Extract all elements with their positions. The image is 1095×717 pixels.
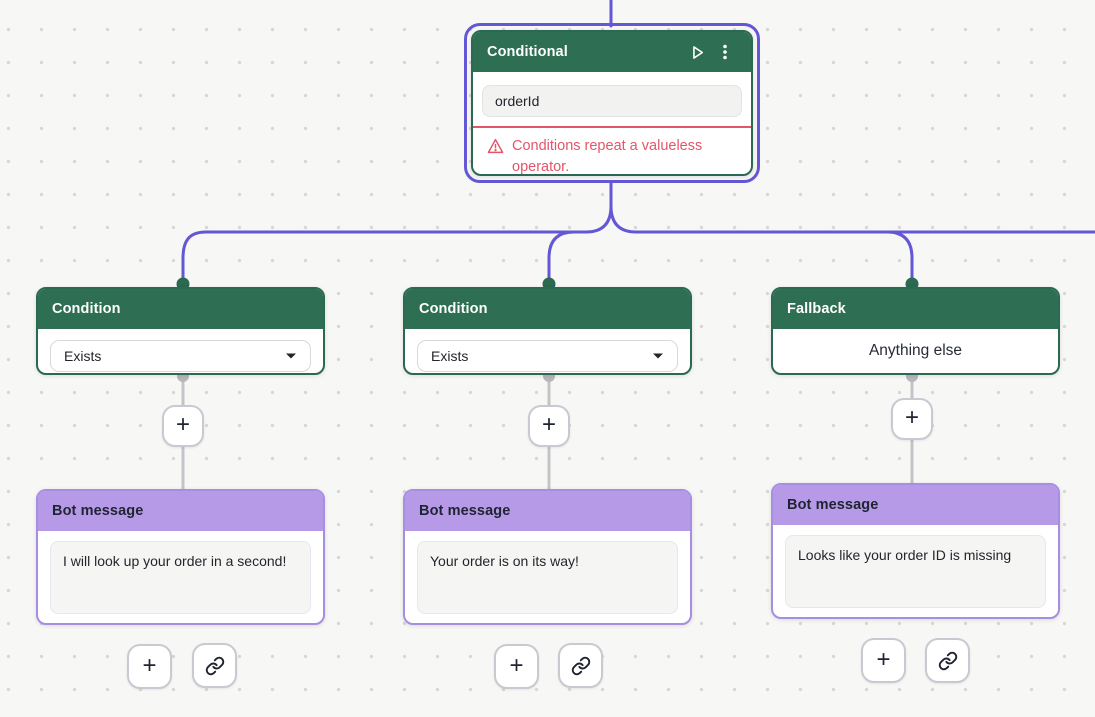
condition-node-title: Condition: [52, 301, 121, 317]
error-divider: [473, 126, 751, 128]
connector-branch-1: [181, 180, 613, 283]
connector-branch-2: [547, 230, 576, 283]
bot-message-node-2[interactable]: Bot message Your order is on its way!: [403, 489, 692, 625]
condition-node-header[interactable]: Condition: [38, 289, 323, 329]
link-icon: [205, 656, 224, 675]
bot-message-title: Bot message: [787, 497, 879, 513]
condition-node-header[interactable]: Condition: [405, 289, 690, 329]
operator-select[interactable]: Exists: [50, 340, 311, 372]
connector-branch-3: [885, 230, 914, 283]
plus-icon: +: [175, 411, 190, 438]
add-next-step-button[interactable]: +: [861, 638, 906, 683]
kebab-menu-icon[interactable]: [713, 40, 737, 64]
chevron-down-icon: [286, 353, 296, 359]
add-step-button[interactable]: +: [528, 405, 570, 447]
conditional-node[interactable]: Conditional Conditions repeat a valueles…: [471, 30, 753, 176]
add-step-button[interactable]: +: [162, 405, 204, 447]
bot-message-header[interactable]: Bot message: [38, 491, 323, 531]
warning-icon: [487, 138, 504, 154]
operator-select[interactable]: Exists: [417, 340, 678, 372]
fallback-node-title: Fallback: [787, 301, 846, 317]
link-step-button[interactable]: [192, 643, 237, 688]
conditional-node-title: Conditional: [487, 44, 568, 60]
condition-node-2[interactable]: Condition Exists: [403, 287, 692, 375]
link-icon: [571, 656, 590, 675]
selection-outline: Conditional Conditions repeat a valueles…: [464, 23, 760, 183]
conditional-node-header[interactable]: Conditional: [473, 32, 751, 72]
link-icon: [938, 651, 957, 670]
bot-message-header[interactable]: Bot message: [773, 485, 1058, 525]
play-icon[interactable]: [685, 40, 709, 64]
plus-icon: +: [142, 651, 157, 679]
add-next-step-button[interactable]: +: [494, 644, 539, 689]
plus-icon: +: [541, 411, 556, 438]
bot-message-node-3[interactable]: Bot message Looks like your order ID is …: [771, 483, 1060, 619]
bot-message-text-field[interactable]: I will look up your order in a second!: [50, 541, 311, 614]
bot-message-title: Bot message: [419, 503, 511, 519]
fallback-node-header[interactable]: Fallback: [773, 289, 1058, 329]
validation-error-text: Conditions repeat a valueless operator.: [512, 138, 703, 175]
operator-select-value: Exists: [431, 348, 469, 364]
operator-select-value: Exists: [64, 348, 102, 364]
condition-node-title: Condition: [419, 301, 488, 317]
bot-message-title: Bot message: [52, 503, 144, 519]
condition-node-1[interactable]: Condition Exists: [36, 287, 325, 375]
link-step-button[interactable]: [558, 643, 603, 688]
add-next-step-button[interactable]: +: [127, 644, 172, 689]
bot-message-header[interactable]: Bot message: [405, 491, 690, 531]
chevron-down-icon: [653, 353, 663, 359]
fallback-node[interactable]: Fallback Anything else: [771, 287, 1060, 375]
conditional-node-body: Conditions repeat a valueless operator.: [473, 72, 751, 175]
add-step-button[interactable]: +: [891, 398, 933, 440]
bot-message-text-field[interactable]: Looks like your order ID is missing: [785, 535, 1046, 608]
bot-message-node-1[interactable]: Bot message I will look up your order in…: [36, 489, 325, 625]
connector-branch-right: [609, 180, 1095, 234]
plus-icon: +: [904, 404, 919, 431]
plus-icon: +: [509, 651, 524, 679]
validation-error: Conditions repeat a valueless operator.: [487, 136, 738, 175]
fallback-label: Anything else: [868, 342, 963, 359]
plus-icon: +: [876, 645, 891, 673]
bot-message-text-field[interactable]: Your order is on its way!: [417, 541, 678, 614]
condition-variable-input[interactable]: [482, 85, 742, 117]
link-step-button[interactable]: [925, 638, 970, 683]
